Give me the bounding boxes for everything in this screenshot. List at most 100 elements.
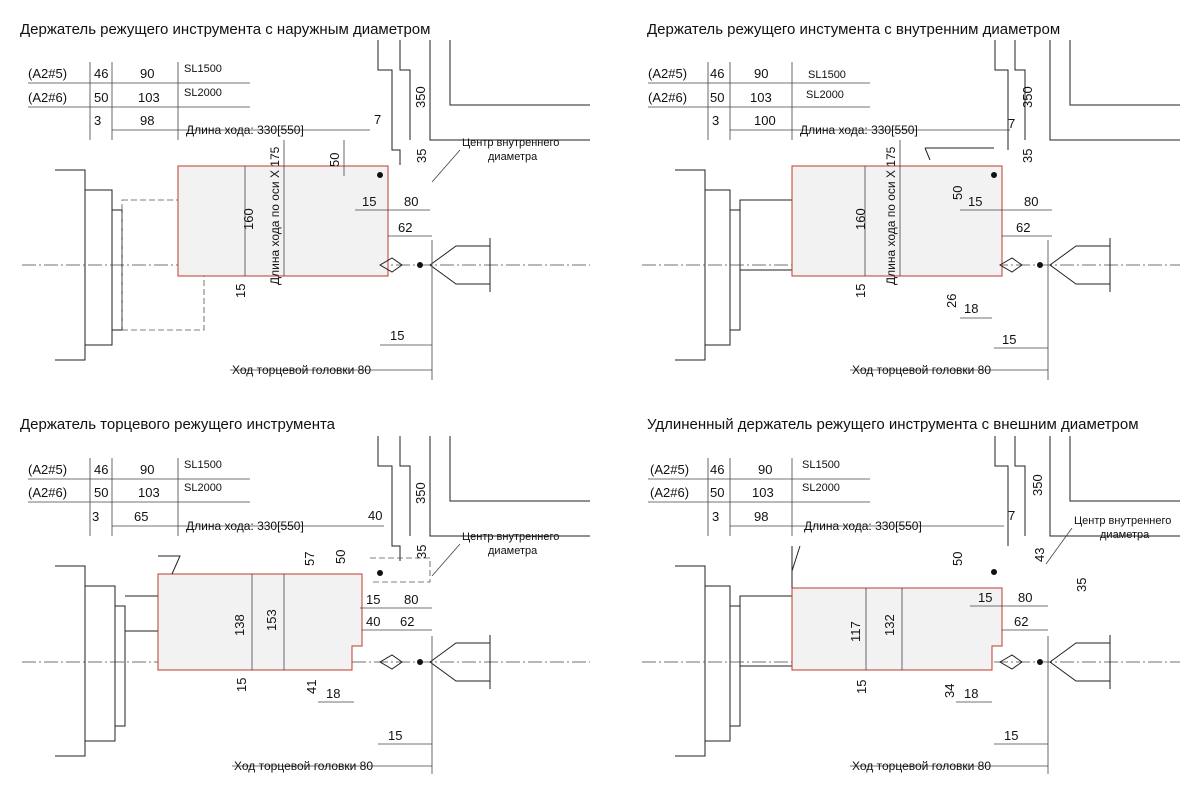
row-code: (A2#5) (648, 66, 687, 81)
tool-tip (999, 257, 1023, 273)
dim-15: 15 (968, 194, 982, 209)
dim-35: 35 (1020, 149, 1035, 163)
dim-7: 7 (374, 112, 381, 127)
travel-area (791, 587, 1003, 671)
dim-350: 350 (1020, 86, 1035, 108)
row-b: 103 (750, 90, 772, 105)
turret-column (1014, 40, 1026, 140)
row-a: 46 (710, 66, 724, 81)
dim-15: 15 (234, 678, 249, 692)
center-label: диаметра (488, 151, 538, 163)
dim-7: 7 (1008, 508, 1015, 523)
dim-62: 62 (1014, 614, 1028, 629)
tool-tip (999, 654, 1023, 670)
center-label: Центр внутреннего (462, 531, 559, 543)
chuck-body (705, 189, 731, 346)
tool-point (991, 569, 997, 575)
turret-label: Ход торцевой головки 80 (852, 759, 991, 773)
dim-15: 15 (854, 680, 869, 694)
row-model: SL2000 (184, 87, 222, 99)
dim-3: 3 (712, 509, 719, 524)
dim-160: 160 (241, 208, 256, 230)
dim-62: 62 (400, 614, 414, 629)
row-b: 90 (758, 462, 772, 477)
chuck-body (705, 585, 731, 742)
row-model: SL1500 (184, 63, 222, 75)
leader-line (431, 543, 461, 577)
dim-50: 50 (327, 153, 342, 167)
turret-label: Ход торцевой головки 80 (852, 363, 991, 377)
dim-50: 50 (333, 550, 348, 564)
dim-x: 98 (140, 113, 154, 128)
row-code: (A2#6) (650, 485, 689, 500)
tool-center (1037, 659, 1043, 665)
turret-column (1014, 436, 1026, 536)
dim-153: 153 (264, 609, 279, 631)
holder-edge (791, 545, 801, 588)
spindle-body (55, 565, 86, 757)
dim-x: 100 (754, 113, 776, 128)
row-code: (A2#5) (28, 66, 67, 81)
row-code: (A2#6) (648, 90, 687, 105)
chuck-body (85, 585, 116, 742)
turret-column (377, 436, 401, 561)
dim-80: 80 (1018, 590, 1032, 605)
panel-face-holder: Держатель торцевого режущего инструмента… (20, 416, 590, 774)
dim-15: 15 (978, 590, 992, 605)
center-label: Центр внутреннего (1074, 515, 1171, 527)
dim-15: 15 (233, 284, 248, 298)
boring-bar (924, 147, 994, 161)
chuck-jaw (730, 605, 741, 727)
leader-line (1045, 527, 1073, 565)
dim-3: 3 (712, 113, 719, 128)
dim-18: 18 (964, 301, 978, 316)
panel-title: Держатель торцевого режущего инструмента (20, 416, 336, 433)
dim-41: 41 (304, 680, 319, 694)
dim-350: 350 (1030, 474, 1045, 496)
dim-x: 65 (134, 509, 148, 524)
dim-138: 138 (232, 614, 247, 636)
dim-15: 15 (362, 194, 376, 209)
dim-80: 80 (404, 194, 418, 209)
dim-350: 350 (413, 482, 428, 504)
row-b: 90 (140, 462, 154, 477)
dim-15: 15 (366, 592, 380, 607)
dim-18: 18 (964, 686, 978, 701)
row-b: 103 (752, 485, 774, 500)
dim-40: 40 (368, 508, 382, 523)
row-model: SL1500 (808, 69, 846, 81)
leader-line (431, 149, 461, 183)
stroke-label: Длина хода: 330[550] (800, 123, 918, 137)
dim-57: 57 (302, 552, 317, 566)
turret-housing (1069, 40, 1180, 106)
turret-column (377, 40, 401, 165)
row-a: 46 (94, 462, 108, 477)
face-tool-outline (370, 557, 431, 583)
row-a: 50 (710, 485, 724, 500)
dim-50: 50 (950, 552, 965, 566)
chuck-jaw (112, 209, 123, 331)
stroke-label: Длина хода: 330[550] (186, 123, 304, 137)
panel-title: Держатель режущего инстумента с внутренн… (647, 21, 1060, 38)
panel-title: Держатель режущего инструмента с наружны… (20, 21, 430, 38)
row-b: 90 (754, 66, 768, 81)
dim-15: 15 (388, 728, 402, 743)
dim-117: 117 (848, 621, 863, 642)
tool-point (377, 172, 383, 178)
dim-15: 15 (853, 284, 868, 298)
tool-point (377, 570, 383, 576)
dim-3: 3 (94, 113, 101, 128)
dim-50: 50 (950, 186, 965, 200)
row-model: SL2000 (802, 482, 840, 494)
row-model: SL1500 (802, 459, 840, 471)
dim-62: 62 (398, 220, 412, 235)
dim-x: 98 (754, 509, 768, 524)
turret-column (994, 40, 1009, 150)
dim-15: 15 (390, 328, 404, 343)
tool-center (417, 262, 423, 268)
turret-housing (1049, 436, 1180, 537)
turret-housing (449, 436, 590, 502)
dim-132: 132 (882, 614, 897, 636)
row-a: 46 (94, 66, 108, 81)
